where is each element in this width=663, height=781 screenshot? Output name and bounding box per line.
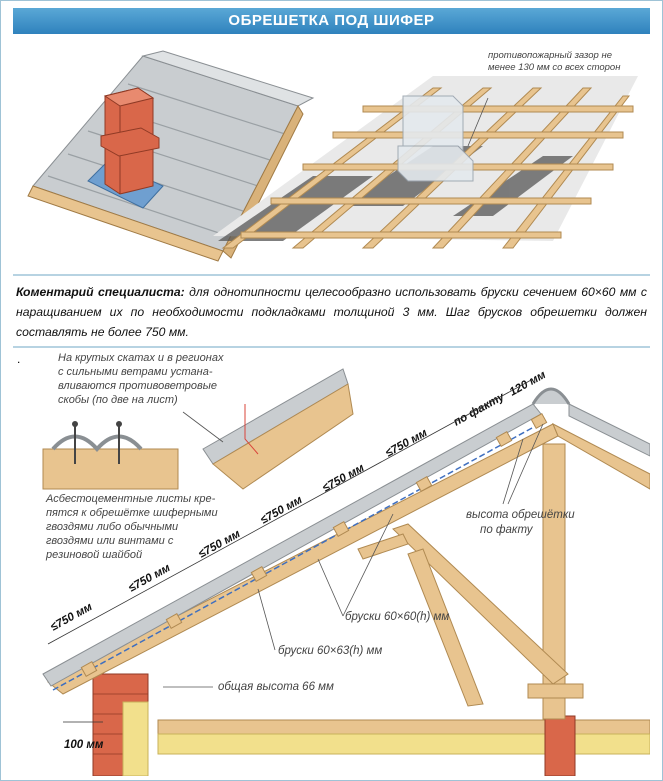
clip-detail: [202, 368, 354, 490]
fastening-note-line2: пятся к обрешётке шиферными: [46, 507, 218, 519]
roof-section-diagram: На крутых скатах и в регионах с сильными…: [42, 352, 650, 776]
brick-wall: [92, 673, 576, 776]
steep-note-line4: скобы (по две на лист): [58, 394, 178, 406]
top-illustrations: противопожарный зазор не менее 130 мм со…: [27, 50, 638, 262]
bars-60x60-label: бруски 60×60(h) мм: [345, 611, 449, 623]
slate-roof-section: [42, 387, 650, 691]
batten-blocks: [80, 413, 548, 677]
floor-beam: [157, 719, 650, 735]
total-height-label: общая высота 66 мм: [218, 681, 334, 693]
insulation: [157, 733, 650, 755]
spacing-label-6: ≤750 мм: [384, 427, 430, 460]
page-title: ОБРЕШЕТКА ПОД ШИФЕР: [13, 8, 650, 34]
comment-label: Коментарий специалиста:: [16, 285, 185, 299]
overhang-label: 100 мм: [64, 739, 104, 751]
steep-note-line3: вливаются противоветровые: [58, 380, 217, 392]
fire-gap-note-line1: противопожарный зазор не: [488, 50, 612, 61]
chimney: [100, 87, 160, 195]
spacing-label-2: ≤750 мм: [127, 562, 173, 595]
roof-truss: [47, 422, 650, 720]
batten-height-label-line2: по факту: [480, 524, 534, 536]
comment-text: для однотипности целесообразно использов…: [16, 285, 648, 339]
nail-detail: [42, 421, 179, 490]
bars-60x63-label: бруски 60×63(h) мм: [278, 645, 382, 657]
stray-dot: .: [17, 352, 21, 366]
fastening-note-line1: Асбестоцементные листы кре-: [45, 493, 216, 505]
fastening-note-line3: гвоздями либо обычными: [46, 521, 178, 533]
spacing-label-3: ≤750 мм: [197, 528, 243, 561]
spacing-label-5: ≤750 мм: [321, 462, 367, 495]
steep-note-line2: с сильными ветрами устана-: [58, 366, 213, 378]
fire-gap-note-line2: менее 130 мм со всех сторон: [488, 62, 621, 73]
fastening-note-line5: резиновой шайбой: [45, 549, 142, 561]
spacing-label-4: ≤750 мм: [259, 494, 305, 527]
batten-frame-illustration: противопожарный зазор не менее 130 мм со…: [213, 50, 638, 249]
batten-height-label-line1: высота обрешётки: [466, 509, 575, 521]
specialist-comment: Коментарий специалиста: для однотипности…: [13, 274, 650, 348]
spacing-label-1: ≤750 мм: [49, 601, 95, 634]
steep-note-line1: На крутых скатах и в регионах: [58, 352, 224, 364]
fastening-note-line4: гвоздями или винтами с: [46, 535, 174, 547]
chimney-ghost: [397, 95, 474, 182]
